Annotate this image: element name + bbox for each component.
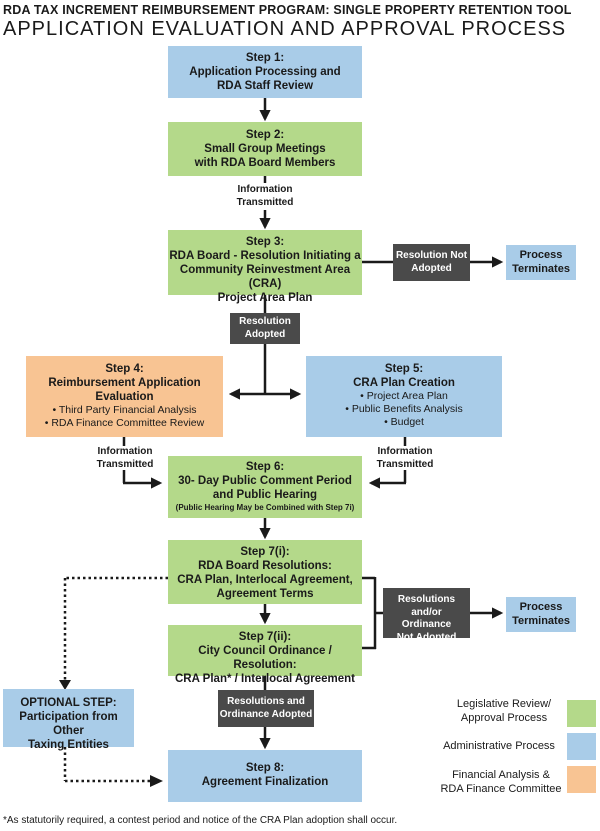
step-2-line-1: Small Group Meetings [204, 143, 326, 155]
info-transmitted-label-1: Information Transmitted [222, 184, 308, 209]
optional-step-line-1: Participation from Other [19, 711, 118, 737]
step-5-bullet-3: • Budget [384, 416, 424, 428]
optional-step-title: OPTIONAL STEP: [20, 697, 117, 709]
legend-legislative-swatch [567, 700, 596, 727]
step-5-title: Step 5: [384, 363, 424, 375]
step-1-title: Step 1: [245, 52, 285, 64]
legend-financial-line-1: Financial Analysis & [452, 769, 550, 781]
resolutions-ordinance-not-adopted-box: Resolutions and/or Ordinance Not Adopted [383, 588, 470, 643]
resolution-not-adopted-line-1: Resolution Not [395, 250, 468, 261]
process-terminates-2-line-2: Terminates [512, 615, 570, 627]
process-terminates-1-line-1: Process [519, 249, 563, 261]
step-5-box: Step 5: CRA Plan Creation • Project Area… [306, 356, 502, 437]
resolution-not-adopted-box: Resolution Not Adopted [393, 244, 470, 281]
info-transmitted-1-line-1: Information [237, 184, 293, 195]
process-terminates-box-1: Process Terminates [506, 245, 576, 280]
step-6-line-1: 30- Day Public Comment Period [178, 475, 352, 487]
step-7ii-title: Step 7(ii): [238, 631, 292, 643]
step-7i-line-2: CRA Plan, Interlocal Agreement, [177, 574, 353, 586]
resolution-adopted-line-2: Adopted [244, 328, 286, 340]
step-7ii-line-2: CRA Plan* / Interlocal Agreement [175, 673, 355, 685]
step-8-line-1: Agreement Finalization [201, 776, 329, 788]
step-3-title: Step 3: [245, 236, 285, 248]
step-6-box: Step 6: 30- Day Public Comment Period an… [168, 456, 362, 518]
legend-legislative-line-1: Legislative Review/ [456, 698, 552, 710]
info-transmitted-label-left: Information Transmitted [84, 446, 166, 471]
step-3-line-2: Community Reinvestment Area (CRA) [179, 264, 351, 290]
step-2-box: Step 2: Small Group Meetings with RDA Bo… [168, 122, 362, 176]
step-3-line-3: Project Area Plan [217, 292, 313, 304]
legend-administrative-line-1: Administrative Process [443, 740, 555, 752]
step-4-line-1: Reimbursement Application [48, 377, 201, 389]
step-5-bullet-2: • Public Benefits Analysis [345, 403, 463, 415]
step-6-line-2: and Public Hearing [212, 489, 318, 501]
res-ord-not-adopted-line-2: Ordinance [401, 619, 452, 630]
legend-legislative-label: Legislative Review/ Approval Process [445, 697, 563, 725]
legend-financial-line-2: RDA Finance Committee [440, 783, 562, 795]
step-6-note: (Public Hearing May be Combined with Ste… [175, 503, 355, 512]
resolution-not-adopted-line-2: Adopted [411, 262, 452, 274]
step-1-line-2: RDA Staff Review [216, 80, 314, 92]
resolution-adopted-line-1: Resolution [239, 316, 291, 327]
step-7i-title: Step 7(i): [240, 546, 290, 558]
optional-step-line-2: Taxing Entities [28, 739, 109, 751]
info-transmitted-right-line-2: Transmitted [376, 458, 434, 470]
legend-financial-label: Financial Analysis & RDA Finance Committ… [436, 768, 566, 796]
resolution-adopted-box: Resolution Adopted [230, 313, 300, 344]
legend-financial-swatch [567, 766, 596, 793]
legend-legislative-line-2: Approval Process [460, 712, 548, 724]
res-ord-not-adopted-line-3: Not Adopted [396, 631, 457, 643]
header-line-1: RDA TAX INCREMENT REIMBURSEMENT PROGRAM:… [3, 3, 572, 17]
step-4-box: Step 4: Reimbursement Application Evalua… [26, 356, 223, 437]
info-transmitted-left-line-1: Information [97, 446, 153, 457]
step-7i-line-1: RDA Board Resolutions: [198, 560, 332, 572]
step-2-title: Step 2: [245, 129, 285, 141]
res-ord-not-adopted-line-1: Resolutions and/or [397, 594, 456, 618]
res-ord-adopted-line-2: Ordinance Adopted [219, 708, 313, 720]
step-5-line-1: CRA Plan Creation [353, 377, 455, 389]
footnote: *As statutorily required, a contest peri… [3, 815, 398, 826]
step-4-bullet-2: • RDA Finance Committee Review [44, 417, 205, 429]
legend-administrative-swatch [567, 733, 596, 760]
step-4-bullet-1: • Third Party Financial Analysis [52, 404, 197, 416]
info-transmitted-right-line-1: Information [377, 446, 433, 457]
step-3-box: Step 3: RDA Board - Resolution Initiatin… [168, 230, 362, 304]
step-7i-line-3: Agreement Terms [216, 588, 314, 600]
process-terminates-1-line-2: Terminates [512, 263, 570, 275]
info-transmitted-1-line-2: Transmitted [236, 196, 294, 208]
process-terminates-box-2: Process Terminates [506, 597, 576, 632]
res-ord-adopted-line-1: Resolutions and [227, 696, 305, 707]
step-6-title: Step 6: [245, 461, 285, 473]
step-4-title: Step 4: [105, 363, 144, 375]
info-transmitted-left-line-2: Transmitted [96, 458, 154, 470]
legend-administrative-label: Administrative Process [433, 739, 565, 753]
header-line-2: APPLICATION EVALUATION AND APPROVAL PROC… [3, 18, 567, 40]
step-7ii-line-1: City Council Ordinance / Resolution: [198, 645, 332, 671]
step-8-title: Step 8: [245, 762, 285, 774]
step-3-line-1: RDA Board - Resolution Initiating a [169, 250, 361, 262]
step-7i-box: Step 7(i): RDA Board Resolutions: CRA Pl… [168, 540, 362, 604]
step-1-box: Step 1: Application Processing and RDA S… [168, 46, 362, 98]
step-4-line-2: Evaluation [95, 391, 154, 403]
step-1-line-1: Application Processing and [189, 66, 341, 78]
process-terminates-2-line-1: Process [519, 601, 563, 613]
step-7ii-box: Step 7(ii): City Council Ordinance / Res… [168, 625, 362, 685]
step-5-bullet-1: • Project Area Plan [360, 390, 448, 402]
info-transmitted-label-right: Information Transmitted [364, 446, 446, 471]
resolutions-ordinance-adopted-box: Resolutions and Ordinance Adopted [218, 690, 314, 727]
optional-step-box: OPTIONAL STEP: Participation from Other … [3, 689, 134, 751]
step-8-box: Step 8: Agreement Finalization [168, 750, 362, 802]
step-2-line-2: with RDA Board Members [194, 157, 336, 169]
